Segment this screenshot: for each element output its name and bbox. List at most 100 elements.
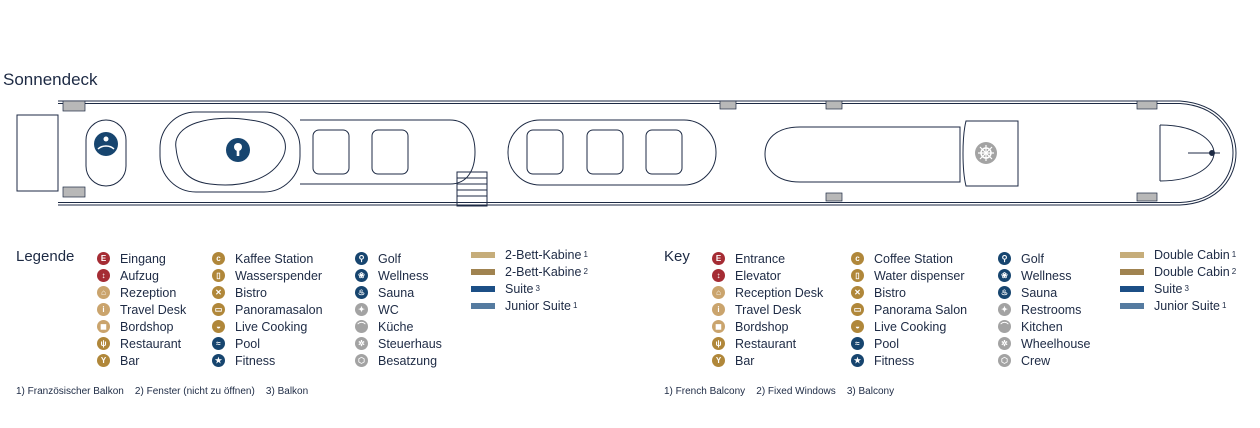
legend-item-label: Bar (120, 353, 140, 368)
lounge-aft (300, 119, 476, 185)
legend-item: Y Bar (712, 352, 823, 369)
reception-icon: ⌂ (712, 286, 725, 299)
cabin-label: Suite (1154, 281, 1183, 296)
golf-green (175, 117, 286, 186)
entrance-icon: E (97, 252, 110, 265)
legend-item-label: Wasserspender (235, 268, 323, 283)
pool-icon: ≈ (851, 337, 864, 350)
railing-1 (719, 100, 737, 110)
legend-item: ★Fitness (212, 352, 323, 369)
railing-5 (1136, 192, 1158, 202)
legend-item: ⌂Rezeption (97, 284, 186, 301)
wheelhouse-icon: ✲ (355, 337, 368, 350)
legend-item: ▭Panorama Salon (851, 301, 967, 318)
legend-item-label: WC (378, 302, 399, 317)
sauna-icon: ♨ (355, 286, 368, 299)
legend-item: ✲Wheelhouse (998, 335, 1091, 352)
legend-item-label: Live Cooking (235, 319, 308, 334)
legend-item-label: Kaffee Station (235, 251, 314, 266)
pool-icon: ≈ (212, 337, 225, 350)
legend-item: ♨ Sauna (355, 284, 442, 301)
crew-icon: ⬡ (998, 354, 1011, 367)
legend-item-label: Coffee Station (874, 251, 953, 266)
legend-en-footnotes: 1) French Balcony 2) Fixed Windows 3) Ba… (664, 386, 895, 397)
legend-item-label: Bar (735, 353, 755, 368)
wheelhouse-icon (975, 142, 997, 164)
kitchen-icon: ⌒ (355, 320, 368, 333)
panorama-icon: ▭ (212, 303, 225, 316)
legend-item-label: Bistro (874, 285, 906, 300)
cabin-label: 2-Bett-Kabine (505, 264, 582, 279)
railing-4 (1136, 100, 1158, 110)
cabin-swatch (1120, 268, 1144, 275)
legend-item: ✕ Bistro (212, 284, 323, 301)
golf-area-frame (159, 111, 301, 193)
legend-item: ◼Bordshop (712, 318, 823, 335)
legend-item-label: Bistro (235, 285, 267, 300)
legend-de-col3: ⚲Golf❀Wellness♨Sauna✦WC⌒Küche✲Steuerhaus… (355, 250, 442, 369)
cabin-footnote-mark: 2 (583, 267, 588, 276)
wellness-icon (94, 132, 118, 156)
coffee-icon: c (212, 252, 225, 265)
entrance-icon: E (712, 252, 725, 265)
legend-item: c Coffee Station (851, 250, 967, 267)
wc-icon: ✦ (998, 303, 1011, 316)
legend-item: ≈ Pool (212, 335, 323, 352)
legend-item-label: Golf (378, 251, 401, 266)
bistro-icon: ✕ (212, 286, 225, 299)
legend-item-label: Crew (1021, 353, 1051, 368)
legend-item: ▯Water dispenser (851, 267, 967, 284)
legend-item: ◒Live Cooking (212, 318, 323, 335)
cabin-footnote-mark: 2 (1231, 267, 1237, 276)
elevator-icon: ↕ (97, 269, 110, 282)
legend-item: ❀Wellness (998, 267, 1091, 284)
railing-aft-bottom (62, 186, 86, 198)
legend-item: ↕Elevator (712, 267, 823, 284)
legend-item: ♨Sauna (998, 284, 1091, 301)
legend-en-col2: c Coffee Station▯Water dispenser✕Bistro▭P… (851, 250, 967, 369)
coffee-icon: c (851, 252, 864, 265)
legend-item-label: Besatzung (378, 353, 438, 368)
golf-icon (226, 138, 250, 162)
cabin-swatch (1120, 251, 1144, 258)
legend-item-label: Golf (1021, 251, 1044, 266)
sauna-icon: ♨ (998, 286, 1011, 299)
hull-outline-inner (58, 103, 1234, 203)
cabin-swatch (1120, 285, 1144, 292)
legend-en-col3: ⚲Golf❀Wellness♨Sauna✦Restrooms⌒Kitchen✲W… (998, 250, 1091, 369)
legend-de-footnotes: 1) Französischer Balkon 2) Fenster (nich… (16, 386, 309, 397)
legend-item: ↕ Aufzug (97, 267, 186, 284)
legend-item: ★Fitness (851, 352, 967, 369)
wellness-enclosure (85, 119, 127, 187)
wellness-icon: ❀ (355, 269, 368, 282)
cabin-label: Double Cabin (1154, 247, 1230, 262)
cabin-swatch (471, 285, 495, 292)
legend-item-label: Aufzug (120, 268, 159, 283)
legend-item: ✕Bistro (851, 284, 967, 301)
legend-item-label: Pool (235, 336, 261, 351)
legend-item: ✦Restrooms (998, 301, 1091, 318)
legend-item-label: Travel Desk (120, 302, 187, 317)
legend-item-label: Sauna (378, 285, 415, 300)
legend-item: ≈Pool (851, 335, 967, 352)
fitness-icon: ★ (212, 354, 225, 367)
sunbed-3 (526, 129, 564, 175)
stern-block (16, 114, 59, 192)
crew-icon: ⬡ (355, 354, 368, 367)
legend-item-label: Panorama Salon (874, 302, 968, 317)
legend-item-label: Live Cooking (874, 319, 947, 334)
bar-icon: Y (712, 354, 725, 367)
travel-desk-icon: i (712, 303, 725, 316)
legend-item-label: Wellness (378, 268, 429, 283)
deck-plan (16, 100, 1237, 207)
